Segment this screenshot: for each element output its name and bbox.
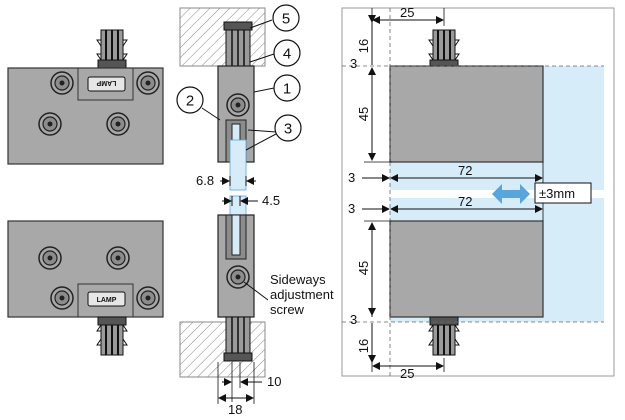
lower-section-glass-slot [231, 214, 241, 256]
upper-section-bushing-cap [223, 21, 253, 31]
upper-logo-frame [77, 67, 134, 101]
dim-3-left-lower: 3 [348, 201, 390, 216]
dim-72-lower: 72 [390, 194, 544, 221]
dim-16-bottom: 16 [356, 328, 376, 363]
ceiling-section [179, 7, 266, 67]
dim-10: 10 [222, 362, 281, 402]
lower-hinge-front-view: LAMP [7, 220, 164, 356]
callout-1: 1 [253, 74, 301, 102]
svg-text:3: 3 [348, 170, 355, 185]
lower-logo-badge [87, 291, 126, 307]
tolerance-label: ±3mm [534, 182, 592, 204]
svg-text:25: 25 [400, 5, 414, 20]
svg-text:3: 3 [350, 56, 357, 71]
dim-72-upper: 72 [390, 162, 544, 184]
svg-text:18: 18 [228, 402, 242, 417]
upper-logo-text: LAMP [96, 79, 116, 86]
floor-section [179, 321, 266, 378]
svg-text:Sideways: Sideways [270, 272, 326, 287]
elev-lower-bushing [428, 316, 460, 356]
lower-section-bushing-cap [223, 352, 253, 362]
svg-text:5: 5 [282, 11, 290, 28]
svg-text:16: 16 [356, 339, 371, 353]
svg-text:2: 2 [186, 93, 194, 110]
dim-16-top: 16 [356, 15, 376, 60]
svg-text:10: 10 [267, 374, 281, 389]
glass-panel-upper [229, 139, 247, 191]
svg-text:4: 4 [283, 46, 291, 63]
callout-5: 5 [249, 4, 300, 32]
section-view: 5 4 1 2 3 6.8 [176, 4, 334, 417]
svg-text:adjustment: adjustment [270, 287, 334, 302]
elev-upper-hinge [389, 65, 544, 163]
upper-logo-badge [87, 76, 126, 92]
svg-text:45: 45 [356, 261, 371, 275]
upper-bushing [96, 29, 128, 69]
elev-upper-bushing [428, 29, 460, 69]
dim-6-8: 6.8 [196, 173, 256, 188]
svg-text:3: 3 [348, 201, 355, 216]
dim-18: 18 [217, 362, 255, 417]
svg-text:72: 72 [458, 163, 472, 178]
dim-25-bottom: 25 [371, 358, 445, 381]
upper-hinge-plate [7, 67, 164, 165]
svg-text:4.5: 4.5 [262, 193, 280, 208]
svg-text:screw: screw [270, 302, 305, 317]
dim-3-bottom: 3 [350, 310, 373, 330]
sideways-adjustment-note: Sideways adjustment screw [243, 272, 334, 317]
callout-2: 2 [176, 86, 221, 121]
svg-text:±3mm: ±3mm [539, 186, 575, 201]
svg-text:25: 25 [400, 366, 414, 381]
svg-text:3: 3 [350, 312, 357, 327]
adjustment-arrow [492, 184, 530, 204]
lower-logo-text: LAMP [97, 297, 117, 304]
dim-3-top: 3 [350, 56, 373, 76]
elevation-frame [341, 7, 615, 377]
svg-text:72: 72 [458, 194, 472, 209]
lower-hinge-plate [7, 220, 164, 318]
svg-text:45: 45 [356, 107, 371, 121]
elevation-view: 25 16 3 45 3 72 [341, 5, 615, 381]
lower-bushing [96, 316, 128, 356]
dim-45-lower: 45 [356, 220, 392, 316]
dim-4-5: 4.5 [222, 193, 280, 208]
svg-text:16: 16 [356, 39, 371, 53]
dim-45-upper: 45 [356, 67, 392, 163]
dim-3-left-upper: 3 [348, 170, 390, 185]
callout-3: 3 [245, 114, 302, 151]
svg-text:3: 3 [284, 121, 292, 138]
svg-text:1: 1 [283, 81, 291, 98]
svg-text:6.8: 6.8 [196, 173, 214, 188]
callout-4: 4 [249, 39, 301, 67]
dim-25-top: 25 [371, 5, 445, 26]
upper-hinge-front-view: LAMP [7, 29, 164, 165]
elev-lower-hinge [389, 220, 544, 318]
